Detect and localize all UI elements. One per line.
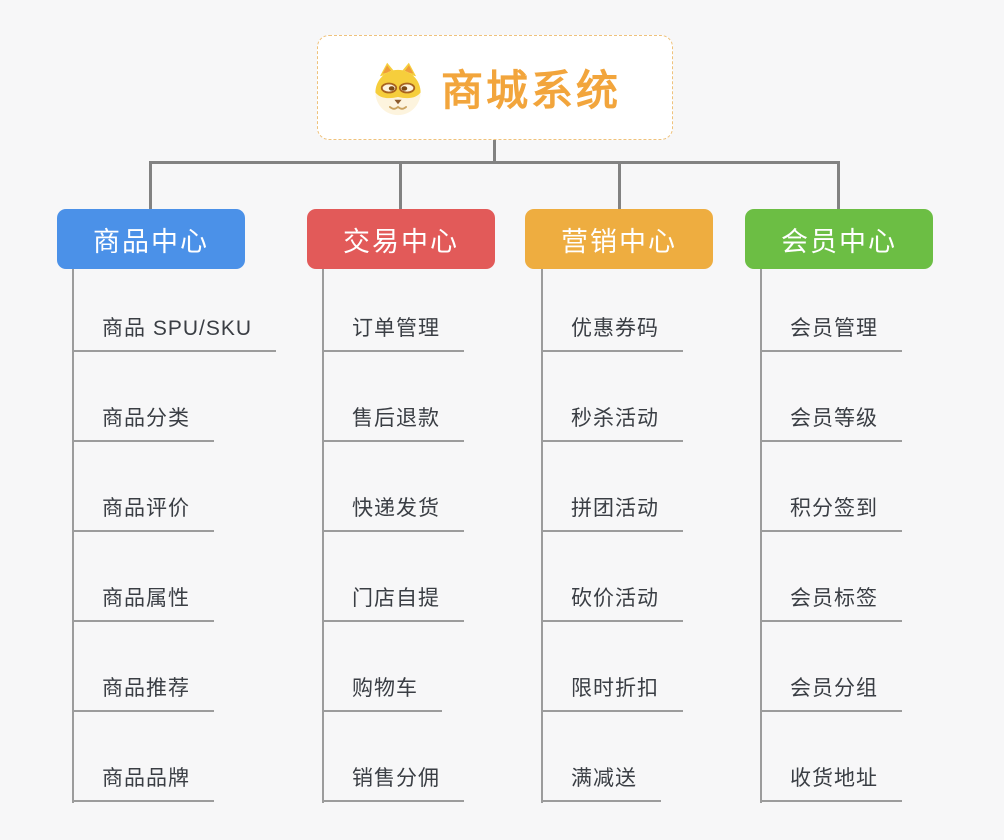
leaf-item[interactable]: 购物车 [322,676,442,712]
connector-drop-product [149,161,152,211]
leaf-item[interactable]: 商品品牌 [72,766,214,802]
leaf-item[interactable]: 会员分组 [760,676,902,712]
leaf-item[interactable]: 快递发货 [322,496,464,532]
leaf-item[interactable]: 售后退款 [322,406,464,442]
leaf-item[interactable]: 会员标签 [760,586,902,622]
leaf-item[interactable]: 砍价活动 [541,586,683,622]
connector-root-stub [493,140,496,164]
trunk-line-trade [322,268,324,803]
leaf-item[interactable]: 销售分佣 [322,766,464,802]
leaf-item[interactable]: 拼团活动 [541,496,683,532]
leaf-item[interactable]: 门店自提 [322,586,464,622]
leaf-item[interactable]: 商品评价 [72,496,214,532]
leaf-item[interactable]: 订单管理 [322,316,464,352]
branch-label: 商品中心 [93,226,209,257]
leaf-item[interactable]: 会员等级 [760,406,902,442]
branch-label: 交易中心 [343,226,459,257]
branch-node-marketing[interactable]: 营销中心 [525,209,713,269]
root-title: 商城系统 [440,67,621,114]
root-node[interactable]: 商城系统 [317,35,673,140]
leaf-item[interactable]: 商品推荐 [72,676,214,712]
trunk-line-product [72,268,74,803]
branch-label: 营销中心 [561,226,677,257]
leaf-item[interactable]: 优惠券码 [541,316,683,352]
leaf-item[interactable]: 收货地址 [760,766,902,802]
branch-label: 会员中心 [781,226,897,257]
leaf-item[interactable]: 限时折扣 [541,676,683,712]
leaf-item[interactable]: 满减送 [541,766,661,802]
leaf-item[interactable]: 会员管理 [760,316,902,352]
trunk-line-marketing [541,268,543,803]
leaf-item[interactable]: 积分签到 [760,496,902,532]
branch-node-member[interactable]: 会员中心 [745,209,933,269]
branch-node-product[interactable]: 商品中心 [57,209,245,269]
leaf-item[interactable]: 商品分类 [72,406,214,442]
connector-bus [149,161,840,164]
connector-drop-marketing [618,161,621,211]
branch-node-trade[interactable]: 交易中心 [307,209,495,269]
connector-drop-member [837,161,840,211]
connector-drop-trade [399,161,402,211]
shiba-dog-icon [375,62,421,115]
leaf-item[interactable]: 商品 SPU/SKU [72,316,277,352]
leaf-item[interactable]: 商品属性 [72,586,214,622]
trunk-line-member [760,268,762,803]
leaf-item[interactable]: 秒杀活动 [541,406,683,442]
